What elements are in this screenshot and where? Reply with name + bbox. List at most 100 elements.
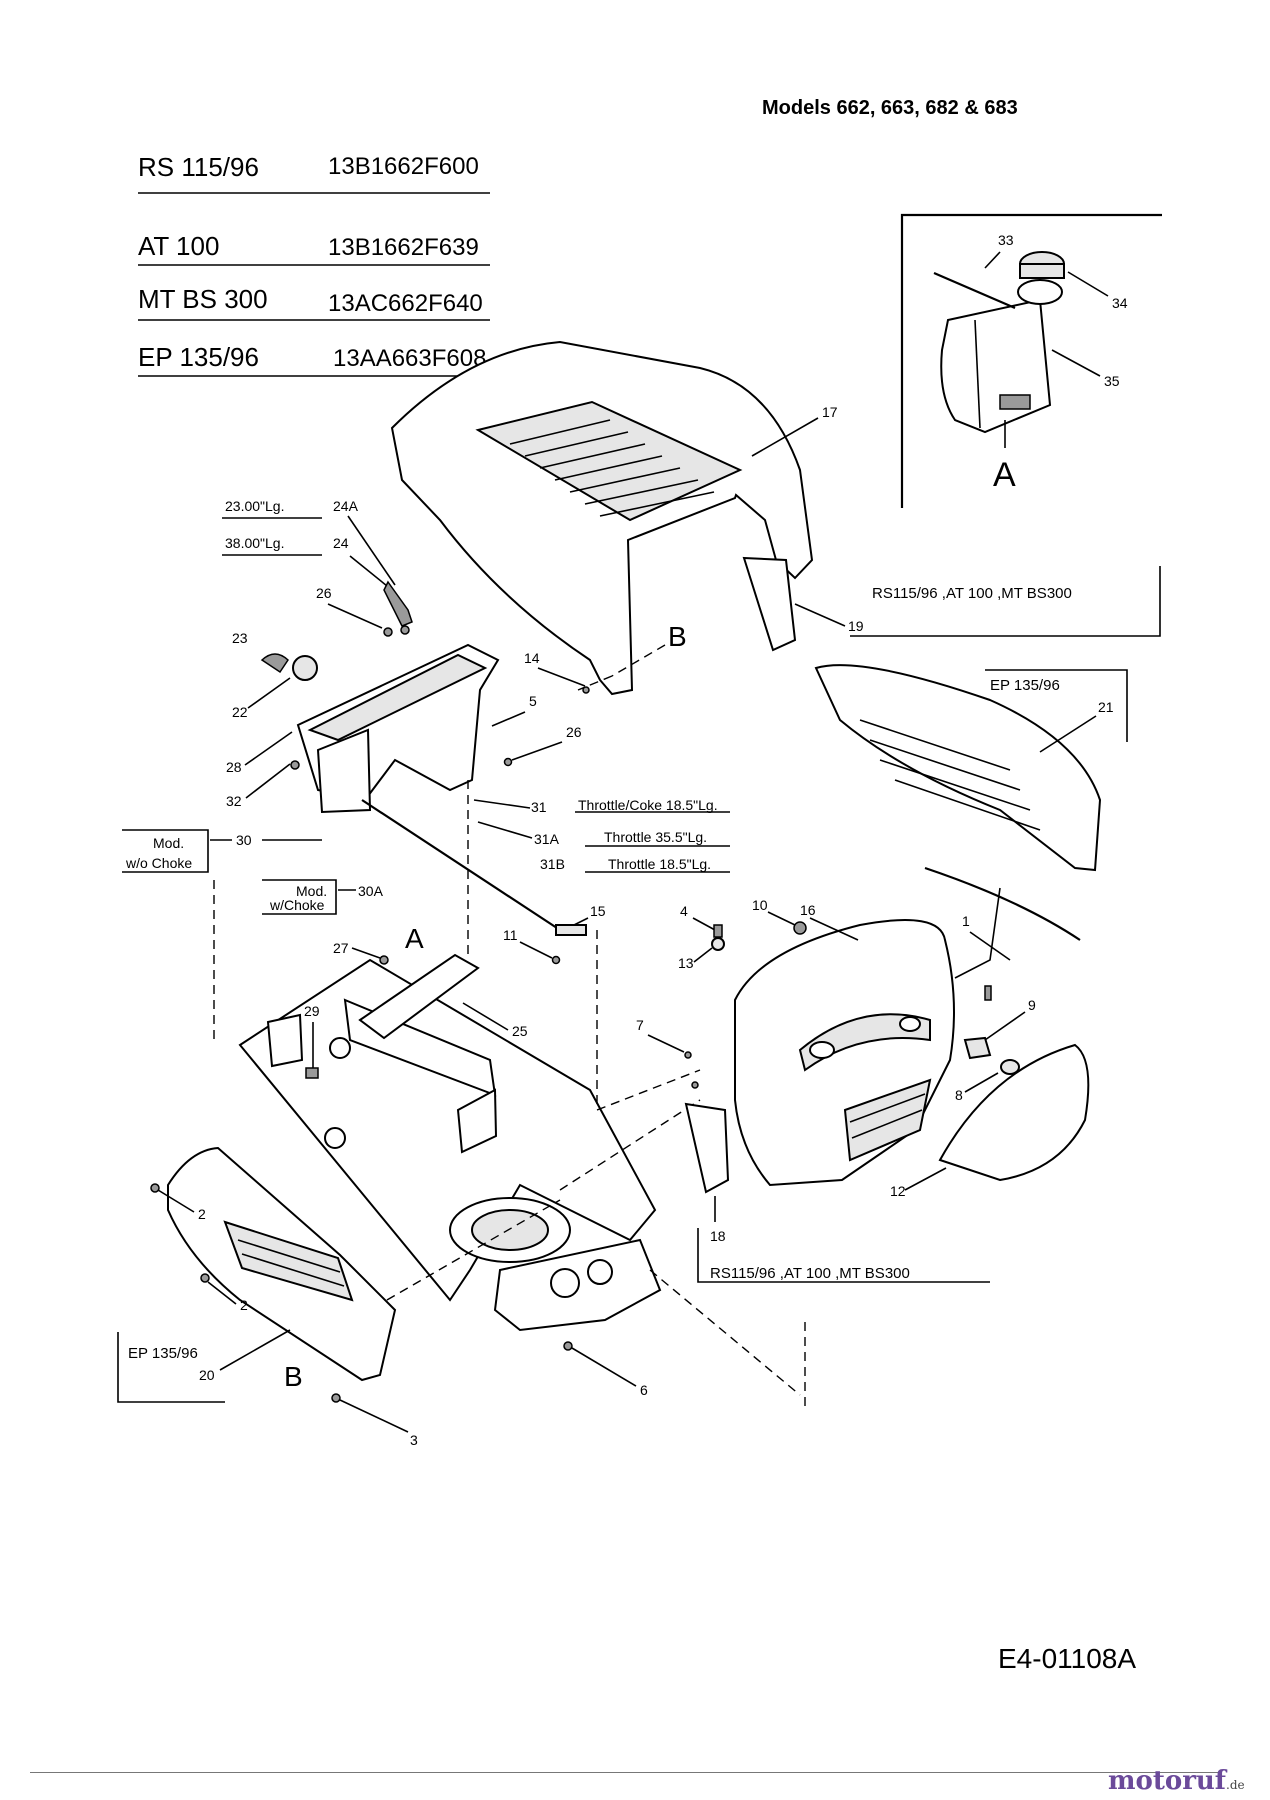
screw [400, 625, 410, 635]
leader-line [245, 763, 291, 799]
ignition-switch [292, 655, 318, 681]
dashed-guide [649, 1269, 801, 1396]
callout-31: 31 [531, 799, 547, 815]
bolt [713, 924, 723, 938]
callout-15: 15 [590, 903, 606, 919]
leader-line [571, 1347, 637, 1387]
leader-line [349, 555, 393, 591]
wire-connector [984, 985, 992, 1001]
callout-26: 26 [566, 724, 582, 740]
brand-logo: motoruf.de [1108, 1766, 1245, 1796]
callout-22: 22 [232, 704, 248, 720]
dash-support [358, 953, 480, 1040]
washer [290, 760, 300, 770]
variant-bracket [850, 566, 1161, 637]
leader-line [219, 1329, 291, 1371]
callout-29: 29 [304, 1003, 320, 1019]
leader-line [904, 1167, 947, 1191]
dash-panel-group: 23.00"Lg. 24A 38.00"Lg. 24 26 23 22 14 5… [122, 498, 730, 931]
ep-front-grille [814, 664, 1102, 872]
wiring-harness [924, 866, 1081, 941]
model-part-number: 13B1662F639 [328, 234, 479, 261]
hood-vents [509, 419, 715, 517]
callout-23: 23 [232, 630, 248, 646]
callout-14: 14 [524, 650, 540, 666]
hood [390, 340, 814, 696]
leader-line [1067, 271, 1109, 297]
leader-line [809, 917, 859, 941]
dashed-guide [334, 1199, 561, 1331]
nose-cone [734, 919, 955, 1187]
hood-side-bracket [742, 556, 797, 652]
callout-8: 8 [955, 1087, 963, 1103]
callout-5: 5 [529, 693, 537, 709]
leader-line [339, 1399, 409, 1433]
nut [793, 921, 807, 935]
axle-boss [550, 1268, 580, 1298]
axle-boss [587, 1259, 613, 1285]
mod-box [122, 829, 209, 873]
brand-tld: .de [1226, 1778, 1245, 1792]
screw [691, 1081, 699, 1089]
leader-line [969, 931, 1011, 961]
cable-clamp [555, 924, 587, 936]
leader-line [157, 1189, 195, 1213]
screw [684, 1051, 692, 1059]
inset-frame [900, 213, 1162, 508]
tank-edge [974, 319, 981, 429]
bumper-slots [237, 1239, 345, 1287]
mod-w-choke: w/Choke [269, 897, 325, 913]
model-part-number: 13AA663F608 [333, 345, 486, 372]
callout-21: 21 [1098, 699, 1114, 715]
leader-line [473, 799, 531, 809]
callout-9: 9 [1028, 997, 1036, 1013]
footer-rule [30, 1772, 1220, 1773]
model-part-number: 13B1662F600 [328, 153, 479, 180]
screw [200, 1273, 210, 1283]
variant-label-ep-bottom: EP 135/96 [128, 1345, 198, 1362]
dashed-guide [596, 1069, 701, 1111]
nose-grille-slots [849, 1093, 926, 1139]
leader-line [964, 1072, 999, 1093]
leader-line [347, 515, 396, 586]
callout-3: 3 [410, 1432, 418, 1448]
length-note-23: 23.00"Lg. [225, 498, 284, 514]
callout-4: 4 [680, 903, 688, 919]
dash-top [307, 653, 488, 742]
callout-2: 2 [240, 1297, 248, 1313]
leader-line [693, 947, 713, 963]
brand-name: motoruf [1108, 1766, 1226, 1796]
frame-bracket [456, 1088, 498, 1154]
hood-assembly: 17 B [390, 340, 838, 696]
callout-16: 16 [800, 902, 816, 918]
grille-slots [859, 719, 1041, 831]
frame-hole [329, 1037, 351, 1059]
leader-line [984, 1011, 1026, 1041]
fuel-cap-body [1019, 263, 1065, 279]
leader-line [327, 603, 383, 629]
leader-line [247, 677, 291, 709]
callout-18: 18 [710, 1228, 726, 1244]
headlight-right [899, 1016, 921, 1032]
model-table: RS 115/96 13B1662F600 AT 100 13B1662F639… [138, 152, 490, 377]
leader-line [647, 1034, 685, 1053]
bolt [563, 1341, 573, 1351]
neck [1017, 279, 1063, 305]
variant-bracket [985, 669, 1128, 742]
callout-1: 1 [962, 913, 970, 929]
leader-line [537, 667, 586, 687]
part-19-group: 19 RS115/96 ,AT 100 ,MT BS300 [742, 556, 1161, 652]
callout-25: 25 [512, 1023, 528, 1039]
callout-30: 30 [236, 832, 252, 848]
ref-b-hood: B [668, 621, 687, 652]
variant-bracket [117, 1332, 225, 1403]
callout-10: 10 [752, 897, 768, 913]
mod-box [262, 879, 337, 915]
wiring-branch [954, 887, 1001, 979]
leader-line [767, 911, 796, 926]
callout-2: 2 [198, 1206, 206, 1222]
mod-label: Mod. [296, 883, 327, 899]
inset-a-fuel-tank: 33 34 35 A [900, 213, 1162, 508]
ref-a-inset: A [993, 456, 1016, 494]
